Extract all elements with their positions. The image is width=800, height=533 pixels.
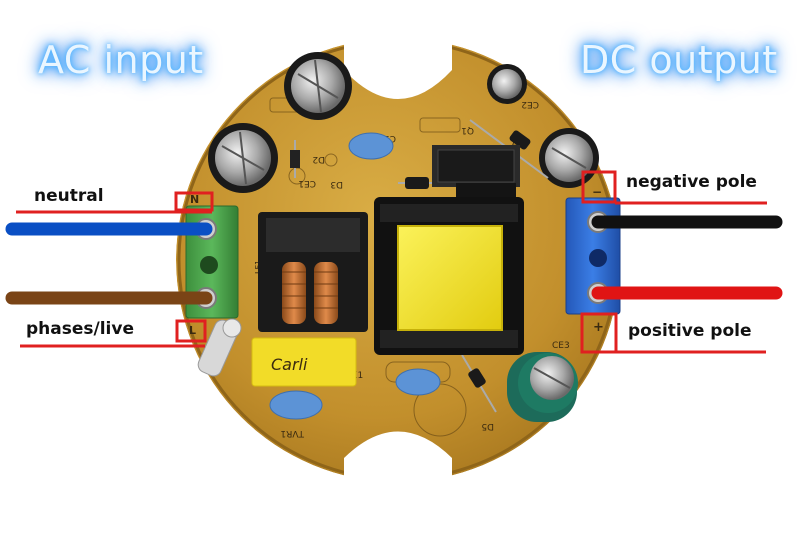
- ceramic-capacitors: [269, 132, 441, 420]
- marking-n: N: [190, 193, 199, 206]
- capacitor-large-top: [284, 52, 352, 120]
- negative-pole-label: negative pole: [626, 172, 757, 192]
- capacitor-output: [539, 128, 599, 188]
- live-highlight-box: [175, 319, 207, 343]
- wires: [5, 215, 783, 305]
- neutral-highlight-box: [174, 191, 214, 212]
- transformer: [374, 197, 524, 355]
- phases-live-label: phases/live: [26, 319, 134, 339]
- x-capacitor: Carli: [251, 337, 357, 387]
- positive-pole-label: positive pole: [628, 321, 752, 341]
- silk-ce2: CE2: [521, 99, 539, 109]
- capacitor-ce1: [208, 123, 278, 193]
- silk-c1: C1: [384, 133, 396, 143]
- carli-brand-text: Carli: [271, 355, 308, 374]
- silk-d5: D5: [481, 421, 494, 431]
- choke-lf1: [258, 212, 368, 332]
- marking-minus: −: [592, 185, 602, 199]
- neutral-label: neutral: [34, 186, 104, 206]
- silk-q1: Q1: [461, 125, 474, 135]
- capacitor-ce3: [507, 352, 578, 422]
- silk-ce1: CE1: [298, 178, 316, 188]
- silk-d2: D2: [312, 154, 325, 164]
- silk-ce3: CE3: [552, 341, 570, 351]
- fuse: [197, 318, 242, 377]
- marking-plus: +: [593, 320, 604, 335]
- annotations: [16, 170, 767, 354]
- negative-highlight-box: [581, 170, 617, 204]
- marking-l: L: [189, 324, 196, 337]
- silk-d3: D3: [330, 179, 343, 189]
- ac-input-title: AC input: [38, 38, 204, 82]
- silk-tvr1: TVR1: [280, 428, 305, 438]
- dc-output-title: DC output: [580, 38, 778, 82]
- positive-highlight-box: [580, 312, 618, 354]
- capacitor-ce2: [487, 64, 527, 104]
